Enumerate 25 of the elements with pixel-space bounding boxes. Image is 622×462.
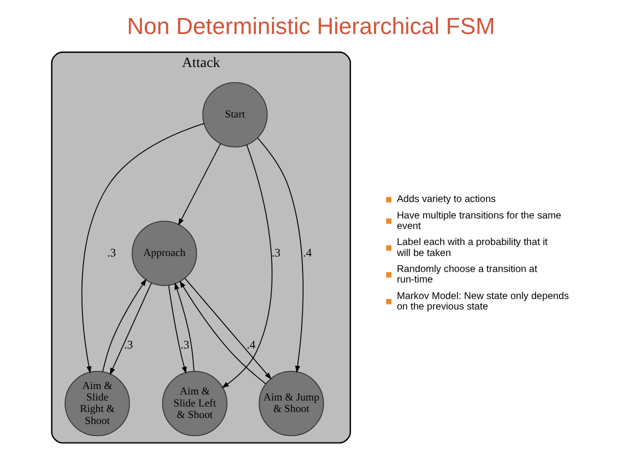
edge-label: .3 (180, 338, 190, 352)
node-circle: Aim & Slide Left & Shoot (162, 370, 228, 436)
arrow (257, 138, 304, 373)
arrow (81, 123, 204, 374)
edge-label: .3 (124, 338, 133, 352)
edge-label: .3 (272, 246, 280, 260)
arrow (174, 282, 194, 372)
edge-label: .4 (303, 246, 312, 260)
arrow (180, 280, 266, 384)
label: Label each with a probability that it will be taken (396, 237, 548, 259)
edge-label: .3 (107, 246, 116, 260)
node-circle: Start (202, 82, 268, 148)
label: Adds variety to actions (396, 194, 496, 206)
arrow (102, 278, 147, 372)
label: Randomly choose a transition at run-time (396, 264, 538, 286)
arrow (178, 143, 221, 226)
arrow (110, 282, 152, 376)
arrow (168, 285, 187, 374)
label: Markov Model: New state only depends on the previous state (396, 290, 569, 312)
node-circle: Aim & Slide Right & Shoot (64, 370, 130, 436)
arrow (184, 278, 272, 380)
diagram-title: Non Deterministic Hierarchical FSM (127, 13, 495, 40)
label: Have multiple transitions for the same event (396, 210, 562, 232)
arrow (222, 144, 272, 388)
edge-label: .4 (246, 338, 256, 352)
